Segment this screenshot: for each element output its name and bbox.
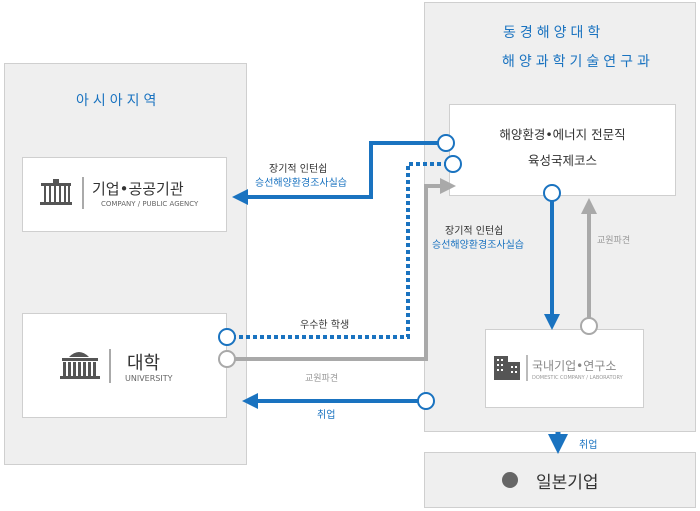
internship-sub-label-top: 승선해양환경조사실습 — [255, 178, 347, 189]
company-public-agency-box — [22, 157, 227, 232]
course-left-node — [437, 134, 455, 152]
employment-node — [417, 392, 435, 410]
lab-name: 국내기업•연구소 — [532, 359, 617, 373]
internship-label-mid: 장기적 인턴쉽 — [445, 226, 504, 237]
building-icon — [60, 352, 100, 379]
asia-region-title: 아시아지역 — [76, 93, 161, 109]
course-line2: 육성국제코스 — [527, 153, 597, 168]
course-entry-node — [444, 155, 462, 173]
excellent-student-dotted-line — [232, 162, 446, 339]
corp-subtitle: COMPANY / PUBLIC AGENCY — [101, 200, 199, 208]
univ-bottom-node — [218, 350, 236, 368]
faculty-dispatch-label-mid: 교원파견 — [305, 374, 339, 384]
univ-subtitle: UNIVERSITY — [125, 374, 173, 383]
faculty-dispatch-label-right: 교원파견 — [597, 236, 631, 246]
corp-name: 기업•공공기관 — [92, 180, 184, 198]
university-box — [22, 313, 227, 418]
lab-subtitle: DOMESTIC COMPANY / LABORATORY — [532, 375, 623, 381]
gate-icon — [40, 179, 72, 205]
univ-name: 대학 — [127, 353, 161, 374]
japan-company-name: 일본기업 — [536, 473, 599, 493]
excellent-student-label: 우수한 학생 — [300, 320, 350, 331]
course-line1: 해양환경•에너지 전문직 — [499, 127, 626, 142]
univ-top-node — [218, 328, 236, 346]
employment-label-bottom: 취업 — [579, 440, 598, 451]
japan-dot-icon — [502, 472, 518, 488]
internship-sub-label-mid: 승선해양환경조사실습 — [432, 240, 524, 251]
marine-science-department-title: 해양과학기술연구과 — [502, 54, 654, 70]
lab-top-node — [580, 317, 598, 335]
faculty-dispatch-gray-line — [235, 178, 456, 361]
japanese-company-panel — [424, 452, 696, 508]
office-building-icon — [494, 356, 520, 380]
course-bottom-node — [543, 184, 561, 202]
internship-arrow-to-corp — [232, 141, 446, 205]
international-course-box — [449, 104, 676, 196]
internship-label-top: 장기적 인턴쉽 — [269, 164, 328, 175]
tokyo-university-title: 동경해양대학 — [503, 25, 605, 41]
employment-label-left: 취업 — [317, 410, 336, 421]
